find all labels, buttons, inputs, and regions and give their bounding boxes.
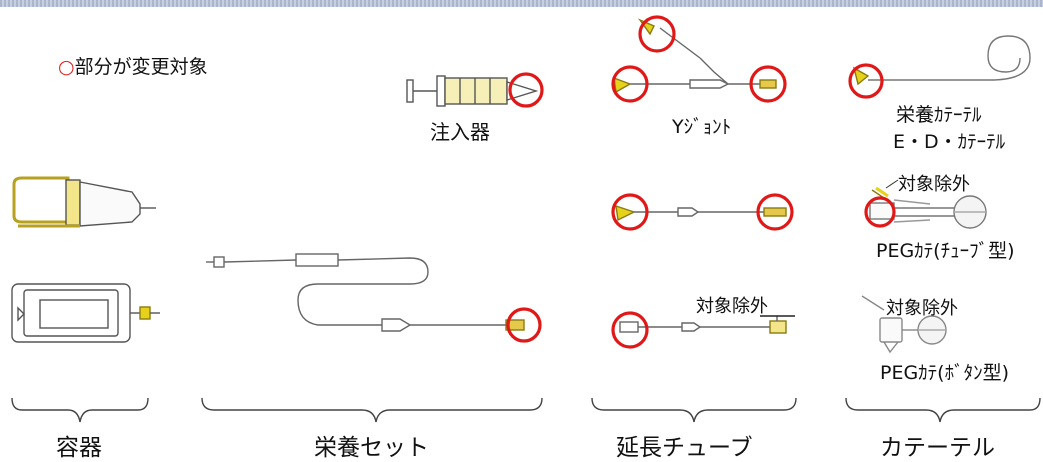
legend-note-text: 部分が変更対象 (74, 56, 208, 78)
container-bag-illustration (12, 176, 156, 228)
change-marker (611, 311, 649, 349)
peg-button-illustration (861, 295, 947, 354)
change-marker (864, 196, 896, 228)
y-joint-label: Yｼﾞｮﾝﾄ (672, 116, 732, 138)
category-braces (11, 397, 1041, 423)
change-marker (638, 15, 676, 53)
legend-note: ○部分が変更対象 (58, 52, 208, 79)
change-marker (848, 63, 884, 99)
ed-catheter-label-line2: E・D・ｶﾃｰﾃﾙ (893, 131, 1006, 153)
extension-tube-2-illustration (619, 315, 795, 334)
category-extension-tube: 延長チューブ (616, 435, 753, 461)
category-feeding-set: 栄養セット (314, 435, 429, 461)
container-pack-illustration (11, 283, 160, 343)
peg-button-label: PEGｶﾃ(ﾎﾞﾀﾝ型) (880, 362, 1010, 384)
change-marker (611, 65, 649, 103)
syringe-label: 注入器 (430, 120, 490, 144)
peg-tube-label: PEGｶﾃ(ﾁｭｰﾌﾞ型) (876, 240, 1015, 262)
extension-tube-1-illustration (615, 204, 787, 222)
feeding-set-illustration (206, 253, 525, 332)
peg-button-excluded-label: 対象除外 (886, 298, 958, 319)
peg-tube-excluded-label: 対象除外 (898, 174, 970, 195)
category-catheter: カテーテル (880, 435, 995, 461)
ed-catheter-label-line1: 栄養ｶﾃｰﾃﾙ (896, 104, 982, 126)
extension-tube-excluded-label: 対象除外 (696, 296, 768, 317)
change-marker (508, 72, 544, 108)
y-joint-illustration (613, 18, 777, 94)
change-marker (506, 307, 542, 343)
peg-tube-illustration (869, 186, 987, 229)
change-marker (611, 193, 649, 231)
category-container: 容器 (56, 435, 102, 461)
change-marker (749, 65, 787, 103)
change-marker (756, 193, 794, 231)
ed-catheter-illustration (852, 35, 1031, 86)
top-border (0, 0, 1043, 7)
red-circle-mark: ○ (58, 56, 75, 78)
syringe-illustration (406, 75, 539, 107)
callout-lines (885, 179, 899, 189)
